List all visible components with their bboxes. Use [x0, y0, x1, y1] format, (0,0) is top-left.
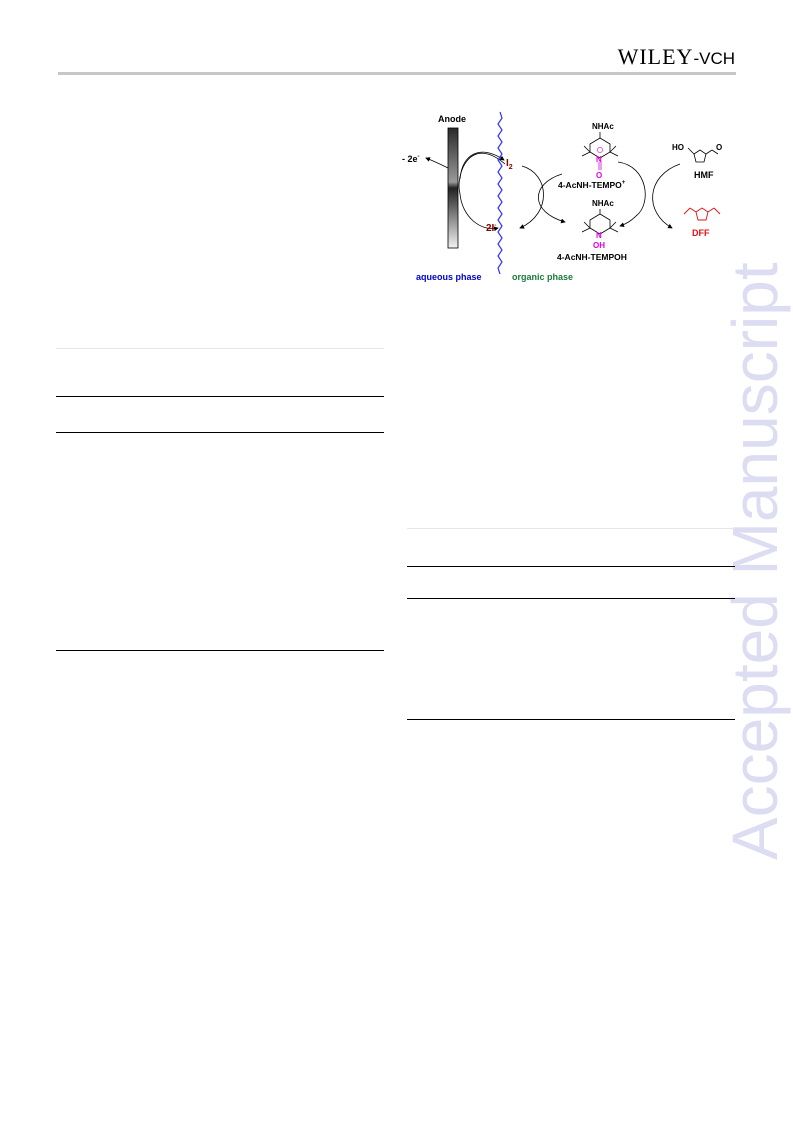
table-rule — [56, 432, 384, 433]
iodide-cycle-arrow — [458, 152, 506, 232]
hydroxylamine-oh: OH — [593, 241, 605, 250]
organic-phase-label: organic phase — [512, 272, 573, 282]
hydroxylamine-n: N — [596, 231, 602, 240]
hydroxylamine-ring — [581, 209, 619, 235]
oxoammonium-n: N — [596, 155, 602, 164]
iodide-label: 2I- — [486, 223, 496, 234]
hmf-o: O — [716, 143, 722, 152]
tempo-oxidation-arrow — [537, 173, 566, 224]
table-rule — [56, 650, 384, 651]
table-rule — [56, 396, 384, 397]
hydroxylamine-substituent: NHAc — [592, 199, 614, 208]
anode-label: Anode — [438, 114, 466, 124]
hmf-label: HMF — [694, 170, 714, 180]
tempo-reduction-arrow — [617, 161, 646, 228]
electron-arrow — [425, 157, 449, 169]
hmf-molecule — [687, 147, 719, 163]
aqueous-phase-label: aqueous phase — [416, 272, 482, 282]
phase-boundary — [497, 111, 503, 275]
table-rule — [407, 528, 735, 529]
iodine-reduction-arrow — [519, 165, 544, 229]
positive-charge-icon — [597, 147, 603, 153]
hmf-oxidation-arrow — [652, 163, 681, 229]
table-rule — [407, 719, 735, 720]
table-rule — [56, 348, 384, 349]
oxoammonium-substituent: NHAc — [592, 122, 614, 131]
iodine-label: I2 — [506, 158, 513, 171]
hydroxylamine-label: 4-AcNH-TEMPOH — [557, 252, 627, 262]
publisher-logo: WILEY-VCH — [617, 44, 735, 69]
header-rule — [58, 72, 736, 75]
hmf-ho: HO — [672, 143, 684, 152]
table-rule — [407, 598, 735, 599]
electrons-label: - 2e- — [402, 154, 420, 164]
dff-label: DFF — [692, 228, 710, 238]
reaction-scheme: Anode - 2e- I2 2I- NHAc N O 4-AcNH-TEMPO… — [402, 111, 722, 282]
accepted-manuscript-watermark: Accepted Manuscript — [719, 262, 791, 860]
oxoammonium-o: O — [596, 171, 602, 180]
dff-molecule — [683, 207, 721, 221]
iodine-cycle-arrow — [459, 151, 505, 180]
oxoammonium-label: 4-AcNH-TEMPO+ — [558, 180, 626, 190]
table-rule — [407, 566, 735, 567]
oxoammonium-ring — [581, 132, 619, 170]
anode-electrode — [447, 127, 459, 249]
